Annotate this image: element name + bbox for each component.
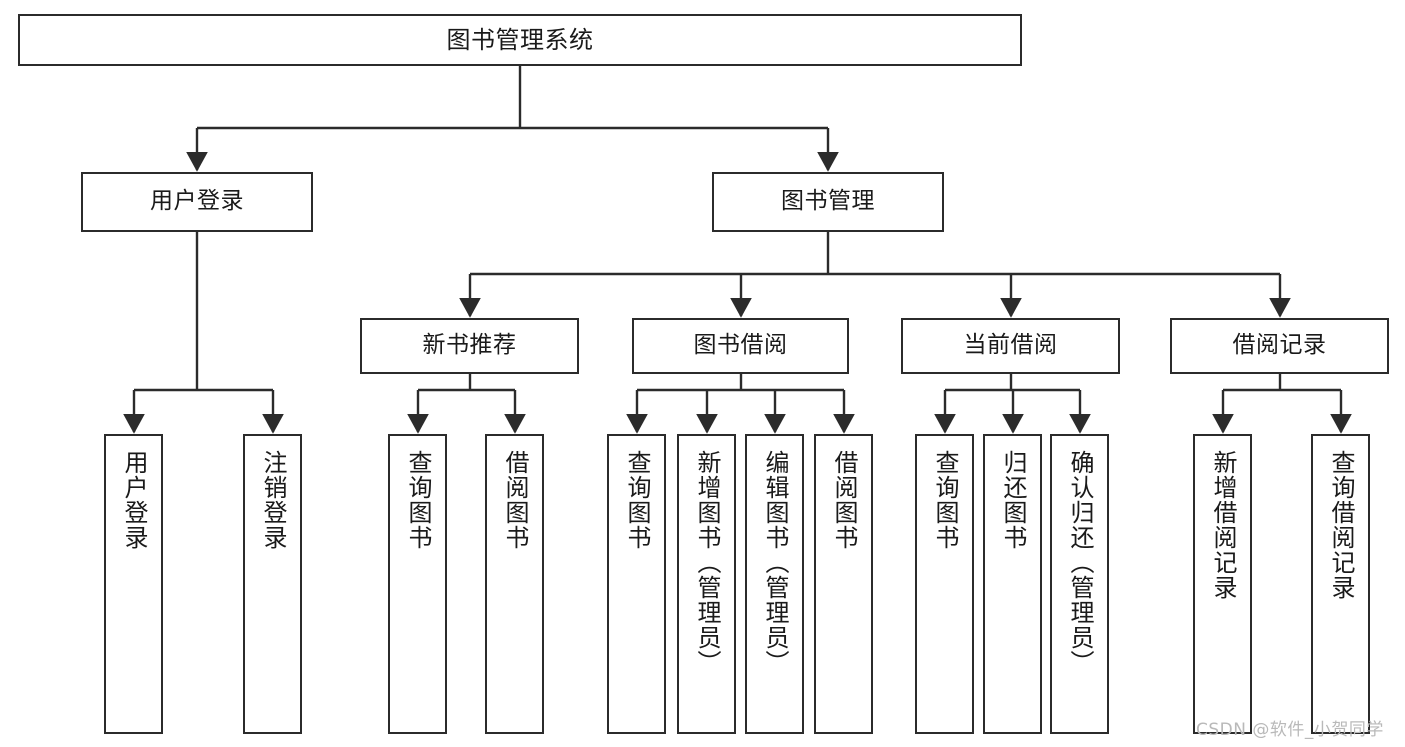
node-root[interactable]: 图书管理系统 <box>18 14 1022 66</box>
node-borrowbook1[interactable]: 借阅图书 <box>485 434 544 734</box>
node-label: 注销登录 <box>258 450 287 550</box>
node-addrecord[interactable]: 新增借阅记录 <box>1193 434 1252 734</box>
node-label: 借阅记录 <box>1232 332 1327 359</box>
node-label: 新增图书（管理员） <box>692 450 721 675</box>
node-label: 借阅图书 <box>500 450 529 550</box>
node-bookmgmt[interactable]: 图书管理 <box>712 172 944 232</box>
node-newbooks[interactable]: 新书推荐 <box>360 318 579 374</box>
node-label: 图书借阅 <box>693 332 788 359</box>
node-label: 编辑图书（管理员） <box>760 450 789 675</box>
node-label: 确认归还（管理员） <box>1065 450 1094 675</box>
node-label: 用户登录 <box>119 450 148 550</box>
node-label: 归还图书 <box>998 450 1027 550</box>
node-records[interactable]: 借阅记录 <box>1170 318 1389 374</box>
node-label: 当前借阅 <box>963 332 1058 359</box>
node-queryrecord[interactable]: 查询借阅记录 <box>1311 434 1370 734</box>
node-label: 查询图书 <box>930 450 959 550</box>
node-label: 图书管理系统 <box>446 25 594 54</box>
node-logout[interactable]: 注销登录 <box>243 434 302 734</box>
node-label: 查询借阅记录 <box>1326 450 1355 600</box>
node-querybook1[interactable]: 查询图书 <box>388 434 447 734</box>
watermark-label: CSDN @软件_小贺同学 <box>1196 720 1384 740</box>
node-login[interactable]: 用户登录 <box>81 172 313 232</box>
node-returnbook[interactable]: 归还图书 <box>983 434 1042 734</box>
node-querybook2[interactable]: 查询图书 <box>607 434 666 734</box>
node-addbook[interactable]: 新增图书（管理员） <box>677 434 736 734</box>
node-label: 查询图书 <box>622 450 651 550</box>
node-editbook[interactable]: 编辑图书（管理员） <box>745 434 804 734</box>
node-querybook3[interactable]: 查询图书 <box>915 434 974 734</box>
node-userlogin[interactable]: 用户登录 <box>104 434 163 734</box>
node-borrow[interactable]: 图书借阅 <box>632 318 849 374</box>
node-borrowbook2[interactable]: 借阅图书 <box>814 434 873 734</box>
node-label: 借阅图书 <box>829 450 858 550</box>
node-confirm[interactable]: 确认归还（管理员） <box>1050 434 1109 734</box>
node-current[interactable]: 当前借阅 <box>901 318 1120 374</box>
node-label: 查询图书 <box>403 450 432 550</box>
node-label: 新书推荐 <box>422 332 517 359</box>
node-label: 新增借阅记录 <box>1208 450 1237 600</box>
node-label: 图书管理 <box>781 188 875 215</box>
node-label: 用户登录 <box>150 188 244 215</box>
